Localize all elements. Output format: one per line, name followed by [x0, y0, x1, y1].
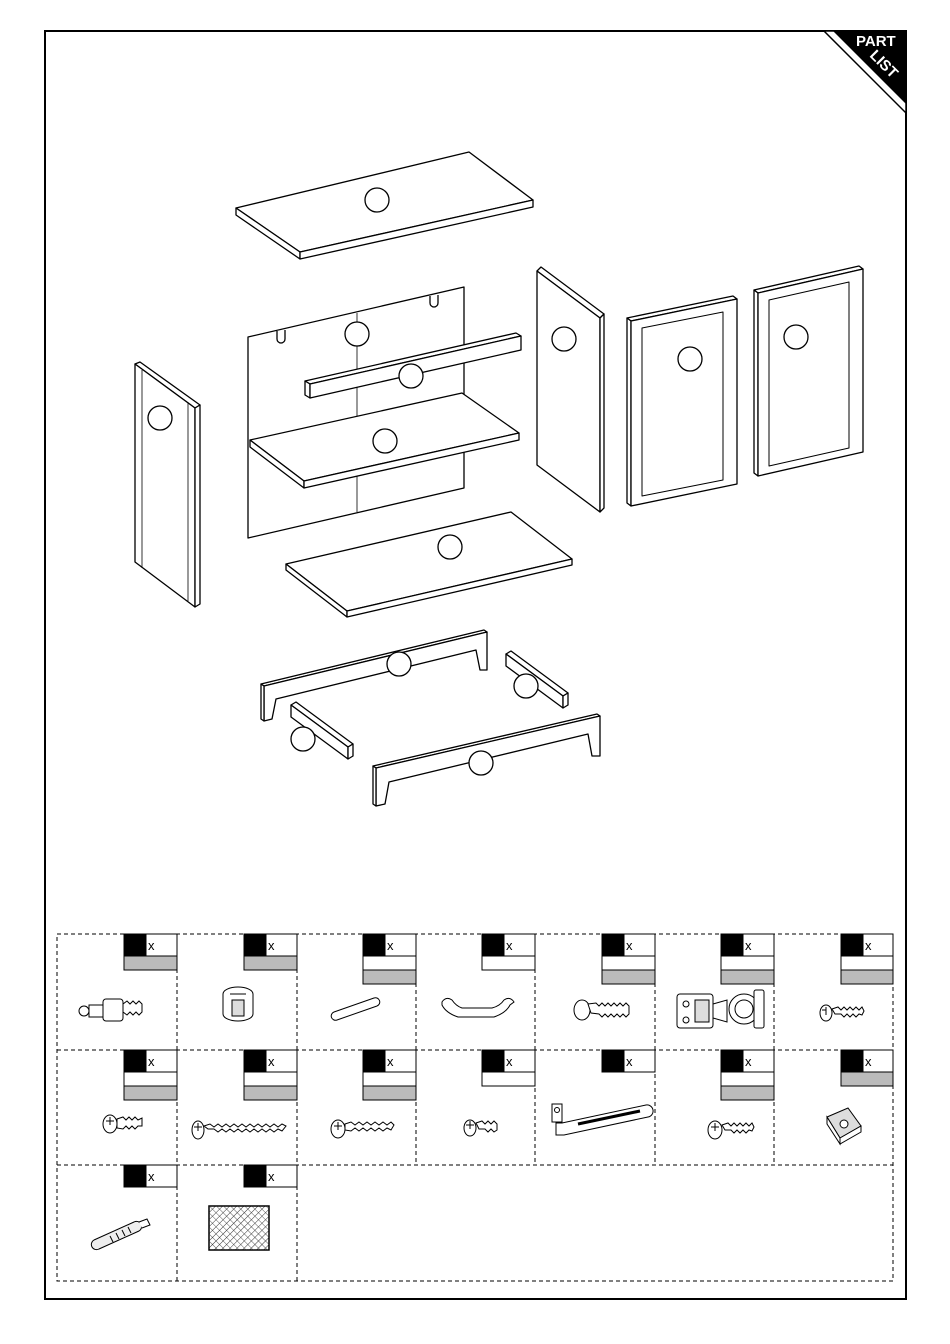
qty-mark: x	[268, 1054, 275, 1069]
qty-box: x	[482, 1050, 535, 1086]
wall-plug-icon	[91, 1219, 150, 1250]
small-screw-icon	[464, 1120, 497, 1136]
qty-mark: x	[387, 1054, 394, 1069]
qty-box: x	[602, 1050, 655, 1072]
cam-bolt-icon	[79, 999, 142, 1021]
qty-mark: x	[387, 938, 394, 953]
long-wood-screw-icon	[192, 1121, 286, 1139]
qty-box: x	[124, 934, 177, 970]
top-panel	[236, 152, 533, 259]
qty-box: x	[124, 1050, 177, 1100]
qty-mark: x	[626, 938, 633, 953]
part-callout	[438, 535, 462, 559]
qty-box: x	[363, 934, 416, 984]
corner-block-icon	[827, 1108, 861, 1144]
part-list-banner: PART LIST	[824, 31, 906, 113]
right-side-panel	[537, 267, 604, 512]
wood-screw-icon	[708, 1121, 754, 1139]
part-callout	[552, 327, 576, 351]
qty-mark: x	[506, 938, 513, 953]
part-callout	[399, 364, 423, 388]
qty-mark: x	[745, 938, 752, 953]
medium-wood-screw-icon	[331, 1120, 394, 1138]
part-callout	[345, 322, 369, 346]
part-callout	[148, 406, 172, 430]
qty-boxes: x x x x x x	[124, 934, 893, 1187]
banner-part-text: PART	[856, 33, 896, 50]
hardware-icons	[79, 987, 864, 1250]
qty-box: x	[124, 1165, 177, 1187]
qty-mark: x	[268, 1169, 275, 1184]
qty-box: x	[244, 1050, 297, 1100]
felt-pad-icon	[209, 1206, 269, 1250]
plinth-side-left	[291, 702, 353, 759]
qty-box: x	[841, 934, 893, 984]
door-left	[627, 296, 737, 506]
handle-bolt-icon	[574, 1000, 629, 1020]
qty-mark: x	[148, 1169, 155, 1184]
bow-handle-icon	[442, 998, 514, 1017]
exploded-view	[135, 152, 863, 806]
qty-mark: x	[148, 1054, 155, 1069]
adjustable-bracket-icon	[552, 1104, 653, 1135]
part-callout	[678, 347, 702, 371]
part-callout	[365, 188, 389, 212]
qty-mark: x	[268, 938, 275, 953]
qty-box: x	[482, 934, 535, 970]
cam-lock-icon	[223, 987, 253, 1021]
wooden-dowel-icon	[331, 998, 380, 1021]
bottom-panel	[286, 512, 572, 617]
qty-box: x	[721, 934, 774, 984]
qty-box: x	[244, 934, 297, 970]
part-callout	[514, 674, 538, 698]
wood-screw-icon	[103, 1115, 142, 1133]
qty-mark: x	[148, 938, 155, 953]
qty-box: x	[602, 934, 655, 984]
qty-mark: x	[626, 1054, 633, 1069]
qty-mark: x	[865, 1054, 872, 1069]
part-callout	[784, 325, 808, 349]
part-callout	[469, 751, 493, 775]
qty-mark: x	[745, 1054, 752, 1069]
qty-box: x	[721, 1050, 774, 1100]
hardware-table	[57, 934, 893, 1281]
qty-box: x	[244, 1165, 297, 1187]
door-right	[754, 266, 863, 476]
qty-box: x	[841, 1050, 893, 1086]
part-callout	[373, 429, 397, 453]
part-callout	[387, 652, 411, 676]
qty-mark: x	[865, 938, 872, 953]
cabinet-hinge-icon	[677, 990, 764, 1028]
left-side-panel	[135, 362, 200, 607]
plinth-back	[373, 714, 600, 806]
page-frame	[45, 31, 906, 1299]
qty-box: x	[363, 1050, 416, 1100]
short-wood-screw-icon	[820, 1005, 864, 1021]
qty-mark: x	[506, 1054, 513, 1069]
plinth-side-right	[506, 651, 568, 708]
part-callout	[291, 727, 315, 751]
